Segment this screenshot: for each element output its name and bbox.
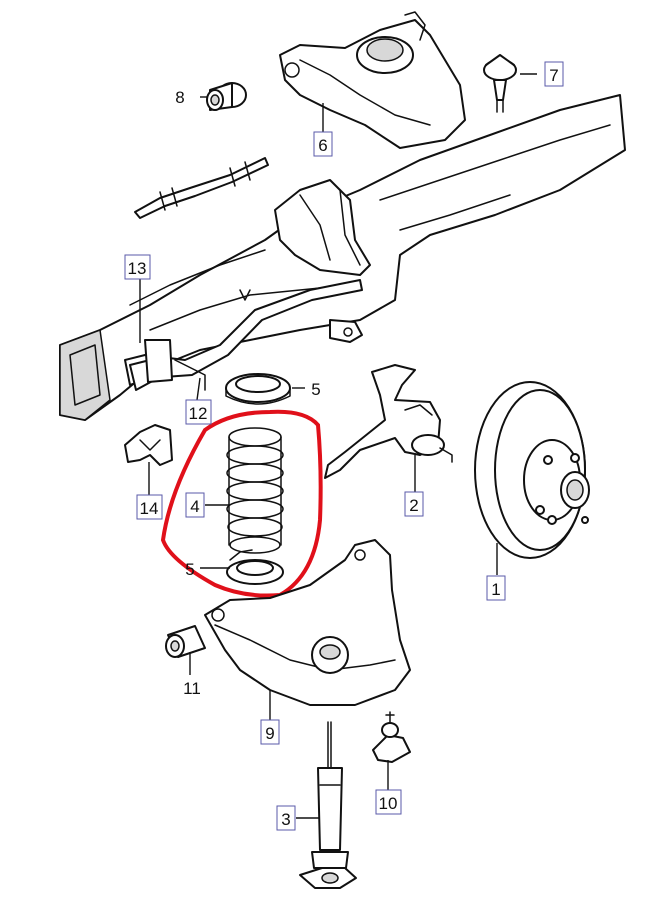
callout-5-lower: 5 [185, 560, 194, 579]
callout-1-text: 1 [491, 580, 500, 599]
coil-spring [226, 427, 284, 554]
callout-10-text: 10 [379, 794, 398, 813]
callout-6: 6 [313, 131, 333, 157]
steering-knuckle [324, 364, 453, 479]
callout-14-text: 14 [140, 499, 159, 518]
callout-8: 8 [175, 88, 184, 107]
callout-7: 7 [544, 61, 564, 87]
callout-9-text: 9 [265, 724, 274, 743]
callout-10: 10 [375, 789, 402, 815]
callout-14: 14 [136, 494, 163, 520]
callout-2: 2 [404, 491, 424, 517]
callout-5-upper: 5 [311, 380, 320, 399]
spring-highlight-outline [160, 409, 323, 598]
callout-9: 9 [260, 719, 280, 745]
lower-arm-bushing [165, 625, 206, 658]
callout-8-text: 8 [175, 88, 184, 107]
stabilizer-bracket [124, 424, 173, 466]
upper-ball-joint [483, 54, 517, 113]
callout-3-text: 3 [281, 810, 290, 829]
lower-spring-insulator [226, 549, 284, 585]
callout-5-upper-text: 5 [311, 380, 320, 399]
callout-4: 4 [185, 492, 205, 518]
callout-3: 3 [276, 805, 296, 831]
callout-5-lower-text: 5 [185, 560, 194, 579]
callout-13: 13 [124, 254, 151, 280]
callout-7-text: 7 [549, 66, 558, 85]
lower-control-arm [204, 539, 411, 706]
callout-12: 12 [185, 399, 212, 425]
callout-12-text: 12 [189, 404, 208, 423]
stabilizer-link-rod [134, 157, 269, 219]
callout-1: 1 [486, 575, 506, 601]
upper-spring-insulator [225, 373, 291, 405]
callout-11: 11 [183, 679, 201, 698]
upper-arm-bushing [206, 82, 247, 111]
callout-6-text: 6 [318, 136, 327, 155]
callout-11-text: 11 [183, 679, 201, 698]
callout-2-text: 2 [409, 496, 418, 515]
callout-4-text: 4 [190, 497, 199, 516]
upper-control-arm [279, 11, 466, 149]
callout-leaders [139, 73, 537, 819]
callout-13-text: 13 [128, 259, 147, 278]
lower-ball-joint [372, 711, 411, 763]
stabilizer-bar [124, 279, 363, 391]
brake-rotor [474, 381, 590, 559]
shock-absorber [299, 721, 357, 889]
